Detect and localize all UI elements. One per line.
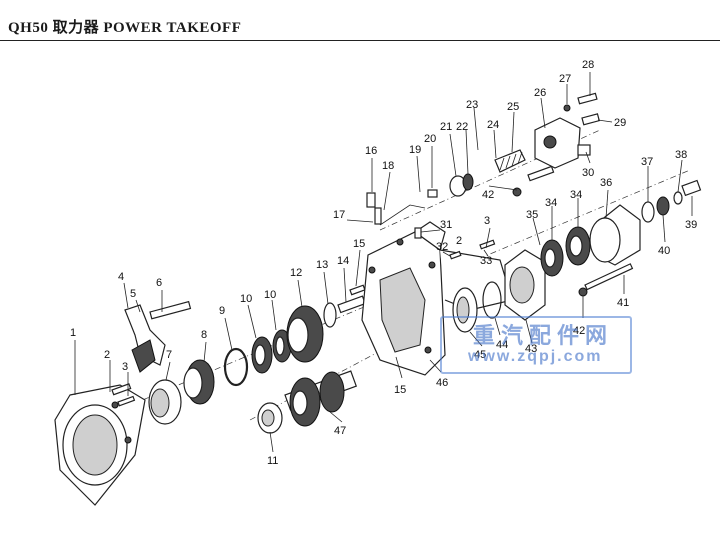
callout-7: 7 bbox=[166, 349, 172, 361]
callout-16: 16 bbox=[365, 145, 377, 157]
stud-32-part bbox=[449, 250, 462, 260]
callout-2-upper: 2 bbox=[456, 235, 462, 247]
callout-42-upper: 42 bbox=[482, 189, 494, 201]
breather-fitting-part bbox=[366, 189, 438, 226]
upper-axis-line bbox=[379, 129, 601, 231]
fitting-30-part bbox=[577, 144, 591, 156]
callout-27: 27 bbox=[559, 73, 571, 85]
sliding-sleeve-part bbox=[148, 379, 182, 425]
front-cover-part bbox=[54, 384, 146, 506]
small-bolt-part bbox=[111, 383, 136, 407]
stud-31-part bbox=[414, 227, 422, 239]
header-rule bbox=[0, 40, 720, 41]
callout-32: 32 bbox=[436, 241, 448, 253]
callout-2: 2 bbox=[104, 349, 110, 361]
output-shaft-gear-part bbox=[284, 370, 358, 427]
idler-shaft-part bbox=[337, 295, 366, 314]
piston-part bbox=[449, 173, 474, 197]
callout-47: 47 bbox=[334, 425, 346, 437]
shift-rod-part bbox=[149, 300, 192, 320]
callout-15-lower: 15 bbox=[394, 384, 406, 396]
nut-42-part bbox=[578, 287, 588, 297]
callout-42-lower: 42 bbox=[573, 325, 585, 337]
gear-12-part bbox=[286, 305, 324, 363]
callout-3: 3 bbox=[122, 361, 128, 373]
callout-8: 8 bbox=[201, 329, 207, 341]
callout-33: 33 bbox=[480, 255, 492, 267]
callout-28: 28 bbox=[582, 59, 594, 71]
callout-44: 44 bbox=[496, 339, 508, 351]
callout-34a: 34 bbox=[545, 197, 557, 209]
callout-45: 45 bbox=[474, 349, 486, 361]
bolt-39-part bbox=[681, 179, 702, 197]
air-cylinder-part bbox=[534, 117, 581, 169]
callout-24: 24 bbox=[487, 119, 499, 131]
dowel-pin-part bbox=[349, 284, 366, 296]
fitting-27-part bbox=[563, 104, 571, 112]
callout-36: 36 bbox=[600, 177, 612, 189]
callout-12: 12 bbox=[290, 267, 302, 279]
callout-10b: 10 bbox=[264, 289, 276, 301]
callout-13: 13 bbox=[316, 259, 328, 271]
callout-29: 29 bbox=[614, 117, 626, 129]
fitting-28-part bbox=[577, 92, 598, 105]
pto-housing-part bbox=[361, 221, 513, 376]
callout-4: 4 bbox=[118, 271, 124, 283]
callout-39: 39 bbox=[685, 219, 697, 231]
bearing-34-35-part bbox=[540, 226, 591, 277]
callout-26: 26 bbox=[534, 87, 546, 99]
callout-6: 6 bbox=[156, 277, 162, 289]
cover-plate-part bbox=[504, 249, 546, 321]
callout-1: 1 bbox=[70, 327, 76, 339]
watermark-url: www.zqpj.com bbox=[468, 348, 603, 365]
nut-40-part bbox=[656, 196, 670, 216]
callout-37: 37 bbox=[641, 156, 653, 168]
callout-10a: 10 bbox=[240, 293, 252, 305]
spring-part bbox=[494, 149, 555, 182]
callout-22: 22 bbox=[456, 121, 468, 133]
washer-13-part bbox=[323, 302, 337, 328]
callout-9: 9 bbox=[219, 305, 225, 317]
callout-5: 5 bbox=[130, 288, 136, 300]
callout-25: 25 bbox=[507, 101, 519, 113]
bearing-11-part bbox=[257, 402, 283, 434]
shift-fork-part bbox=[124, 304, 166, 373]
callout-46: 46 bbox=[436, 377, 448, 389]
fitting-29-part bbox=[581, 113, 601, 126]
callout-3-upper: 3 bbox=[484, 215, 490, 227]
gear-8-part bbox=[183, 359, 215, 405]
callout-40: 40 bbox=[658, 245, 670, 257]
washer-38-part bbox=[673, 191, 683, 205]
long-bolt-part bbox=[584, 263, 634, 291]
callout-19: 19 bbox=[409, 144, 421, 156]
needle-bearing-part bbox=[251, 329, 292, 374]
callout-41: 41 bbox=[617, 297, 629, 309]
callout-35: 35 bbox=[526, 209, 538, 221]
callout-15-upper: 15 bbox=[353, 238, 365, 250]
callout-18: 18 bbox=[382, 160, 394, 172]
callout-30: 30 bbox=[582, 167, 594, 179]
page-title: QH50 取力器 POWER TAKEOFF bbox=[8, 20, 242, 36]
watermark-text-cn: 重汽配件网 bbox=[473, 324, 614, 349]
callout-20: 20 bbox=[424, 133, 436, 145]
snap-ring-part bbox=[223, 347, 249, 387]
callout-23: 23 bbox=[466, 99, 478, 111]
callout-34b: 34 bbox=[570, 189, 582, 201]
callout-14: 14 bbox=[337, 255, 349, 267]
callout-31: 31 bbox=[440, 219, 452, 231]
callout-labels: 1 2 3 4 5 6 7 8 9 10 10 11 12 13 14 15 1… bbox=[70, 59, 697, 467]
callout-38: 38 bbox=[675, 149, 687, 161]
callout-11: 11 bbox=[267, 455, 278, 467]
callout-21: 21 bbox=[440, 121, 452, 133]
stud-33-part bbox=[479, 239, 496, 250]
callout-43: 43 bbox=[525, 343, 537, 355]
washer-37-part bbox=[641, 201, 655, 223]
callout-17: 17 bbox=[333, 209, 345, 221]
leader-lines bbox=[74, 72, 693, 453]
flange-housing-part bbox=[589, 204, 641, 266]
watermark-frame bbox=[440, 316, 632, 374]
